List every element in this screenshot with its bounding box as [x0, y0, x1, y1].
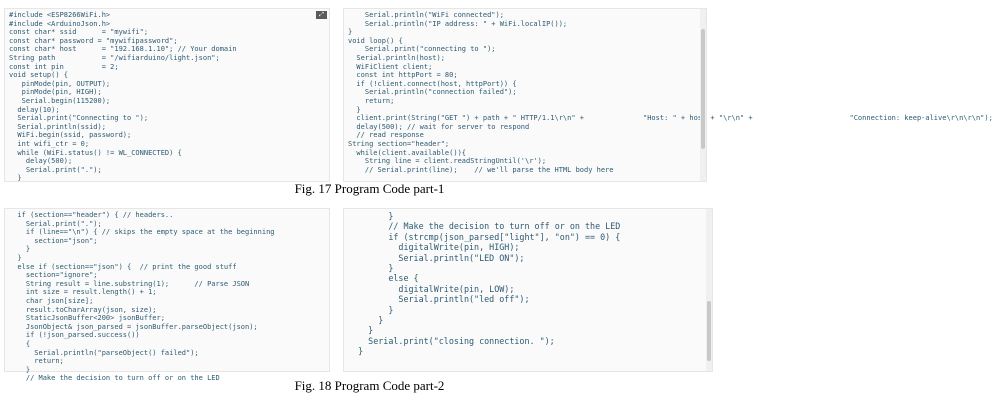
code-line: #include <ESP8266WiFi.h>	[9, 11, 111, 19]
code-line: Serial.println("IP address: " + WiFi.loc…	[348, 19, 568, 28]
code-line: Serial.println("WiFi connected");	[348, 11, 504, 19]
code-line: Serial.println("connection failed");	[348, 88, 517, 97]
code-line: else {	[348, 273, 419, 284]
code-line: String result = line.substring(1); // Pa…	[9, 279, 250, 288]
code-line: if (strcmp(json_parsed["light"], "on") =…	[348, 231, 621, 242]
code-line: #include <ArduinoJson.h>	[9, 19, 111, 28]
code-line: client.print(String("GET ") + path + " H…	[348, 114, 993, 123]
code-line: pinMode(pin, HIGH);	[9, 88, 102, 97]
code-line: }	[9, 253, 22, 262]
code-line: }	[348, 262, 394, 273]
code-line: }	[348, 314, 384, 325]
code-line: StaticJsonBuffer<200> jsonBuffer;	[9, 314, 165, 323]
scroll-thumb[interactable]	[701, 29, 705, 149]
code-line: }	[348, 28, 353, 37]
code-line: while(client.available()){	[348, 148, 467, 157]
code-line: Serial.print("connecting to ");	[348, 45, 496, 54]
code-line: int wifi_ctr = 0;	[9, 139, 90, 148]
code-line: Serial.println("led off");	[348, 294, 530, 305]
code-line: Serial.println("LED ON");	[348, 252, 525, 263]
scrollbar[interactable]	[700, 9, 706, 181]
code-line: }	[9, 365, 31, 374]
fig17-caption: Fig. 17 Program Code part-1	[294, 181, 445, 196]
code-line: Serial.print(".");	[9, 219, 102, 228]
fig18-caption: Fig. 18 Program Code part-2	[294, 378, 445, 393]
code-line: Serial.begin(115200);	[9, 96, 111, 105]
code-line: return;	[348, 96, 395, 105]
code-line: Serial.print("closing connection. ");	[348, 335, 555, 346]
code-line: // read response	[348, 131, 424, 140]
code-line: if (!json_parsed.success())	[9, 331, 140, 340]
fig18-left-code-panel: if (section=="header") { // headers.. Se…	[4, 208, 330, 382]
code-line: // Serial.print(line); // we'll parse th…	[348, 165, 614, 174]
code-line: Serial.println(host);	[348, 53, 445, 62]
code-line: while (WiFi.status() != WL_CONNECTED) {	[9, 148, 182, 157]
code-line: // Make the decision to turn off or on t…	[348, 221, 621, 232]
fig17-right-code-panel: Serial.println("WiFi connected"); Serial…	[343, 8, 993, 182]
code-line: }	[348, 346, 364, 357]
code-line: result.toCharArray(json, size);	[9, 305, 157, 314]
fig18-left-code: if (section=="header") { // headers.. Se…	[5, 209, 329, 385]
code-line: if (line=="\n") { // skips the empty spa…	[9, 228, 275, 237]
code-line: digitalWrite(pin, LOW);	[348, 283, 515, 294]
code-line: // Make the decision to turn off or on t…	[9, 374, 220, 383]
code-line: WiFi.begin(ssid, password);	[9, 131, 132, 140]
code-line: }	[348, 105, 361, 114]
code-line: else if (section=="json") { // print the…	[9, 262, 237, 271]
code-line: void setup() {	[9, 71, 69, 80]
code-line: }	[348, 325, 374, 336]
code-line: const char* password = "mywifipassword";	[9, 36, 178, 45]
code-line: Serial.print(".");	[9, 165, 102, 174]
code-line: return;	[9, 357, 64, 366]
code-line: int size = result.length() + 1;	[9, 288, 157, 297]
code-line: if (section=="header") { // headers..	[9, 211, 174, 219]
scrollbar[interactable]	[706, 209, 712, 371]
scroll-thumb[interactable]	[707, 301, 711, 361]
fig17-left-code-panel: #include <ESP8266WiFi.h>#include <Arduin…	[4, 8, 330, 182]
fig18-right-code: } // Make the decision to turn off or on…	[344, 209, 712, 358]
code-line: if (!client.connect(host, httpPort)) {	[348, 79, 517, 88]
code-line: char json[size];	[9, 296, 94, 305]
code-line: String section="header";	[348, 139, 450, 148]
code-line: String line = client.readStringUntil('\r…	[348, 157, 547, 166]
code-line: WiFiClient client;	[348, 62, 433, 71]
code-line: String path = "/wifiarduino/light.json";	[9, 53, 220, 62]
code-line: section="json";	[9, 236, 98, 245]
code-line: {	[9, 339, 31, 348]
code-line: }	[9, 174, 22, 183]
code-line: delay(500);	[9, 157, 73, 166]
code-line: const int pin = 2;	[9, 62, 119, 71]
code-line: const int httpPort = 80;	[348, 71, 458, 80]
code-line: void loop() {	[348, 36, 403, 45]
code-line: }	[348, 304, 394, 315]
fig17-left-code: #include <ESP8266WiFi.h>#include <Arduin…	[5, 9, 329, 185]
code-line: delay(500); // wait for server to respon…	[348, 122, 530, 131]
code-line: JsonObject& json_parsed = jsonBuffer.par…	[9, 322, 258, 331]
fig18-right-code-panel: } // Make the decision to turn off or on…	[343, 208, 713, 372]
code-line: Serial.print("Connecting to ");	[9, 114, 149, 123]
code-line: const char* host = "192.168.1.10"; // Yo…	[9, 45, 237, 54]
code-line: }	[348, 211, 394, 221]
code-line: delay(10);	[9, 105, 60, 114]
code-line: section="ignore";	[9, 271, 98, 280]
code-line: Serial.println(ssid);	[9, 122, 106, 131]
code-line: digitalWrite(pin, HIGH);	[348, 242, 520, 253]
code-line: Serial.println("parseObject() failed");	[9, 348, 199, 357]
expand-icon[interactable]: ⤢	[316, 11, 327, 19]
code-line: pinMode(pin, OUTPUT);	[9, 79, 111, 88]
code-line: const char* ssid = "mywifi";	[9, 28, 149, 37]
fig17-right-code: Serial.println("WiFi connected"); Serial…	[344, 9, 993, 176]
code-line: }	[9, 245, 31, 254]
